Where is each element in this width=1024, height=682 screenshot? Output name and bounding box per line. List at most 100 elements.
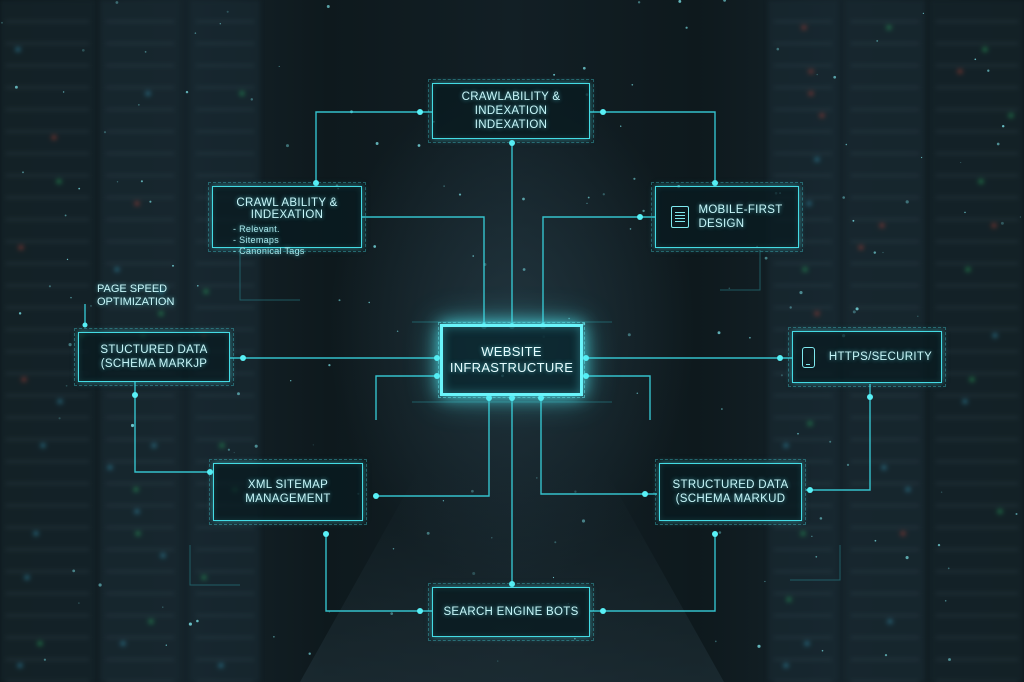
- particle-dot: [426, 531, 430, 535]
- particle-dot: [764, 256, 768, 260]
- crawlability-details-node: CRAWL ABILITY & INDEXATION Relevant. Sit…: [208, 182, 366, 256]
- particle-dot: [829, 440, 832, 443]
- particle-dot: [852, 310, 856, 314]
- particle-dot: [996, 142, 1000, 146]
- particle-dot: [552, 576, 555, 579]
- particle-dot: [833, 75, 837, 79]
- particle-dot: [944, 600, 947, 602]
- structured-data-left-node: STUCTURED DATA (SCHEMA MARKJP: [74, 328, 234, 386]
- particle-dot: [149, 200, 152, 203]
- particle-dot: [219, 23, 221, 25]
- particle-dot: [250, 98, 254, 101]
- particle-dot: [821, 649, 824, 652]
- crawlability-details-title: CRAWL ABILITY & INDEXATION: [236, 197, 338, 221]
- crawlability-detail-item: Sitemaps: [233, 235, 353, 246]
- particle-dot: [471, 489, 474, 493]
- particle-dot: [522, 268, 526, 271]
- particle-dot: [290, 380, 292, 382]
- particle-dot: [458, 193, 462, 196]
- connector-mobile-center: [542, 216, 655, 326]
- particle-dot: [65, 384, 68, 387]
- particle-dot: [948, 658, 951, 661]
- particle-dot: [417, 144, 421, 147]
- connector-top-right: [590, 111, 716, 183]
- particle-dot: [855, 307, 859, 311]
- particle-dot: [43, 658, 47, 661]
- particle-dot: [66, 258, 69, 261]
- particle-dot: [197, 285, 199, 287]
- particle-dot: [964, 211, 966, 214]
- particle-dot: [882, 251, 884, 254]
- particle-dot: [947, 567, 950, 570]
- particle-dot: [842, 196, 845, 199]
- particle-dot: [586, 202, 588, 204]
- particle-dot: [642, 209, 645, 213]
- particle-dot: [188, 622, 192, 626]
- website-infrastructure-node: WEBSITE INFRASTRUCTURE: [438, 322, 585, 398]
- xml-sitemap-label: XML SITEMAP MANAGEMENT: [245, 479, 331, 505]
- particle-dot: [582, 322, 586, 326]
- connector-left-detail-center: [362, 216, 485, 326]
- particle-dot: [631, 83, 634, 86]
- structured-data-right-node: STRUCTURED DATA (SCHEMA MARKUD: [655, 459, 806, 525]
- particle-dot: [582, 66, 586, 70]
- connector-center-right-branch: [586, 375, 651, 420]
- particle-dot: [553, 73, 556, 76]
- particle-dot: [70, 296, 72, 299]
- connector-center-xml: [376, 398, 490, 497]
- particle-dot: [233, 452, 235, 454]
- particle-dot: [1019, 216, 1021, 218]
- particle-dot: [757, 644, 761, 648]
- crawlability-details-list: Relevant. Sitemaps Canonical Tags: [221, 224, 353, 257]
- connector-structured-right-bots: [590, 534, 716, 612]
- structured-data-left-label: STUCTURED DATA (SCHEMA MARKJP: [100, 344, 208, 370]
- connector-center-structured-right: [540, 398, 657, 495]
- particle-dot: [723, 0, 727, 2]
- particle-dot: [81, 48, 85, 52]
- particle-dot: [1, 21, 3, 24]
- particle-dot: [876, 39, 879, 42]
- page-speed-optimization-label: PAGE SPEED OPTIMIZATION: [97, 283, 175, 308]
- particle-dot: [581, 519, 586, 523]
- connector-center-left-branch: [375, 375, 437, 420]
- particle-dot: [78, 602, 80, 604]
- particle-dot: [714, 640, 717, 643]
- particle-dot: [574, 490, 577, 493]
- particle-dot: [90, 305, 92, 307]
- particle-dot: [442, 500, 445, 502]
- particle-dot: [390, 612, 394, 615]
- particle-dot: [721, 408, 723, 410]
- crawlability-indexation-label: CRAWLABILITY & INDEXATION INDEXATION: [461, 91, 561, 131]
- particle-dot: [375, 142, 379, 145]
- particle-dot: [764, 580, 766, 583]
- particle-dot: [873, 251, 877, 254]
- crawlability-indexation-node: CRAWLABILITY & INDEXATION INDEXATION: [428, 79, 594, 143]
- particle-dot: [799, 291, 803, 295]
- connector-https-structured-right: [806, 384, 871, 491]
- particle-dot: [884, 653, 888, 657]
- particle-dot: [717, 331, 721, 335]
- particle-dot: [987, 69, 990, 72]
- particle-dot: [14, 85, 18, 89]
- particle-dot: [602, 193, 605, 196]
- particle-dot: [960, 161, 962, 164]
- particle-dot: [937, 543, 941, 547]
- https-security-label: HTTPS/SECURITY: [828, 351, 933, 363]
- particle-dot: [196, 619, 199, 623]
- particle-dot: [568, 317, 570, 320]
- particle-dot: [312, 444, 314, 446]
- particle-dot: [1000, 221, 1004, 225]
- https-security-node: HTTPS/SECURITY: [788, 327, 946, 387]
- particle-dot: [373, 245, 377, 248]
- particle-dot: [254, 444, 258, 448]
- particle-dot: [237, 392, 240, 396]
- particle-dot: [917, 315, 919, 318]
- particle-dot: [368, 301, 370, 304]
- particle-dot: [620, 125, 622, 127]
- particle-dot: [172, 264, 174, 267]
- particle-dot: [627, 333, 631, 337]
- particle-dot: [749, 336, 751, 339]
- particle-dot: [308, 652, 311, 655]
- particle-dot: [491, 537, 493, 539]
